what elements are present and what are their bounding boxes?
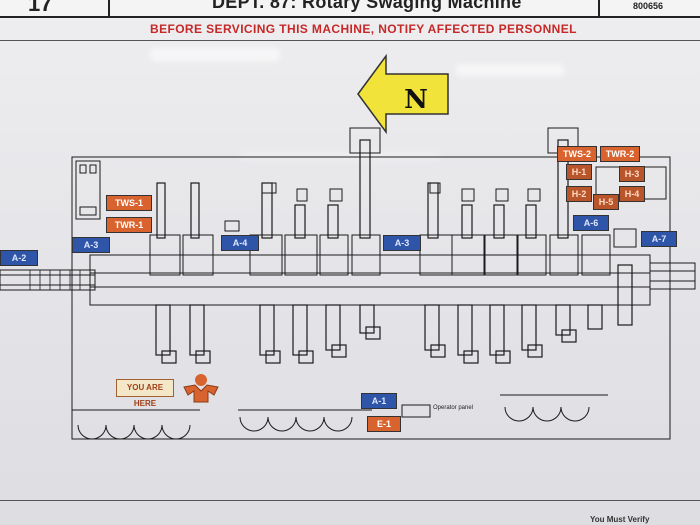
glare	[150, 48, 280, 62]
main-rail	[89, 254, 651, 306]
tag-h2: H-2	[566, 186, 592, 202]
header-cell	[108, 0, 600, 16]
tag-e1: E-1	[367, 416, 401, 432]
tag-a2: A-2	[0, 250, 38, 266]
tag-tws1: TWS-1	[106, 195, 152, 211]
tag-twr1: TWR-1	[106, 217, 152, 233]
document-code: 800656	[633, 1, 664, 11]
north-letter: N	[404, 85, 428, 115]
tag-tws2: TWS-2	[557, 146, 597, 162]
tag-a7: A-7	[641, 231, 677, 247]
tag-h3: H-3	[619, 166, 645, 182]
divider	[0, 40, 700, 41]
tag-a6: A-6	[573, 215, 609, 231]
you-are-here-marker: YOU ARE HERE	[116, 379, 174, 408]
operator-panel-label: Operator panel	[433, 405, 474, 411]
tag-a4: A-4	[221, 235, 259, 251]
outfeed-conveyor	[649, 262, 696, 290]
tag-h5: H-5	[593, 194, 619, 210]
coolant-unit	[75, 160, 101, 220]
footer-divider	[0, 500, 700, 501]
tag-h1: H-1	[566, 164, 592, 180]
machine-schematic	[0, 127, 696, 440]
glare	[455, 64, 565, 76]
header-band: 17 DEPT. 87: Rotary Swaging Machine 8006…	[0, 0, 700, 18]
machine-outline	[71, 156, 671, 440]
tag-a3-mid: A-3	[383, 235, 421, 251]
footer-text: You Must Verify	[590, 515, 650, 524]
tag-h4: H-4	[619, 186, 645, 202]
station-group	[149, 234, 611, 276]
header-cell	[0, 0, 110, 16]
glare	[240, 152, 440, 160]
dept-number: 17	[28, 0, 53, 16]
north-arrow-icon: N	[357, 53, 449, 135]
warning-banner: BEFORE SERVICING THIS MACHINE, NOTIFY AF…	[150, 22, 577, 36]
infeed-conveyor	[0, 269, 96, 291]
tag-a3-left: A-3	[72, 237, 110, 253]
tag-twr2: TWR-2	[600, 146, 640, 162]
operator-figure-icon	[183, 374, 219, 403]
page-title: DEPT. 87: Rotary Swaging Machine	[212, 0, 522, 12]
tag-a1: A-1	[361, 393, 397, 409]
